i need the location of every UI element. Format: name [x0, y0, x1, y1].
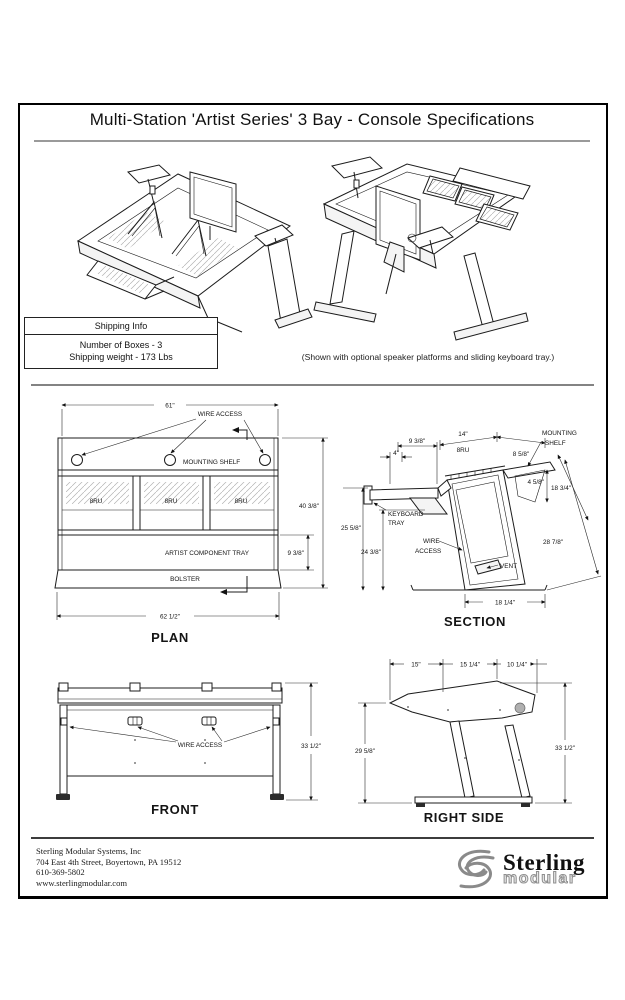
isometric-rear-view — [313, 156, 531, 341]
shipping-weight-line: Shipping weight - 173 Lbs — [69, 352, 173, 362]
keyboard-tray — [86, 260, 175, 300]
sterling-modular-logo: Sterling modular — [452, 846, 600, 892]
monitor — [189, 171, 237, 240]
section-view-title: SECTION — [444, 614, 506, 629]
legs — [313, 230, 529, 341]
front-dimensions: 33 1/2" — [285, 682, 321, 801]
console-outline — [54, 437, 282, 589]
logo-submark: modular — [503, 870, 577, 887]
dim-seg2: 15 1/4" — [460, 662, 480, 669]
section-dimensions: 4" 9 3/8" 14" 8RU 8 5/8" 4 5/8" 18 3/4" … — [341, 431, 602, 608]
dim-25-5-8: 25 5/8" — [341, 525, 361, 532]
dim-18-3-4: 18 3/4" — [551, 485, 571, 492]
vent-label: VENT — [500, 563, 517, 570]
dim-width-bottom: 62 1/2" — [160, 614, 180, 621]
footer-divider — [31, 837, 594, 839]
front-view-title: FRONT — [151, 802, 199, 817]
rack-units — [422, 175, 519, 231]
plan-view-drawing: WIRE ACCESS MOUNTING SHELF 8RU 8RU 8RU A… — [54, 403, 328, 645]
keyboard-tray-label-1: KEYBOARD — [388, 511, 424, 518]
right-side-view-drawing: 15" 15 1/4" 10 1/4" 29 5/8" 33 1/2" RIGH… — [355, 659, 575, 825]
monitor — [375, 185, 421, 273]
footer-website: www.sterlingmodular.com — [36, 877, 128, 888]
wire-access-label-2: ACCESS — [415, 548, 441, 555]
speaker-platform-center — [407, 226, 454, 255]
bolster-label: BOLSTER — [170, 576, 200, 583]
footer-phone: 610-369-5802 — [36, 867, 85, 877]
footer-company: Sterling Modular Systems, Inc — [36, 846, 142, 856]
title-divider — [34, 140, 590, 142]
page-title: Multi-Station 'Artist Series' 3 Bay - Co… — [89, 110, 535, 129]
logo-swirl-icon — [458, 849, 495, 889]
section-labels: KEYBOARD TRAY WIRE ACCESS VENT MOUNTING … — [373, 430, 577, 570]
dim-9-3-8: 9 3/8" — [409, 438, 425, 445]
dim-depth: 40 3/8" — [299, 503, 319, 510]
wire-access-label: WIRE ACCESS — [178, 742, 222, 749]
speaker-platform-left — [331, 156, 384, 199]
isometric-front-view — [76, 164, 313, 333]
bay-3-label: 8RU — [235, 498, 248, 505]
dim-seg3: 10 1/4" — [507, 662, 527, 669]
dim-18-1-4: 18 1/4" — [495, 600, 515, 607]
mounting-shelf-label-1: MOUNTING — [542, 430, 577, 437]
side-console — [388, 680, 536, 807]
keyboard-tray-label-2: TRAY — [388, 520, 405, 527]
dim-height: 33 1/2" — [301, 743, 321, 750]
front-console — [56, 682, 284, 800]
dim-8-5-8: 8 5/8" — [513, 451, 529, 458]
dim-tray-depth: 9 3/8" — [288, 550, 304, 557]
shipping-boxes-line: Number of Boxes - 3 — [79, 340, 163, 350]
right-side-view-title: RIGHT SIDE — [424, 810, 504, 825]
plan-labels: WIRE ACCESS MOUNTING SHELF 8RU 8RU 8RU A… — [81, 411, 264, 595]
dim-28-7-8: 28 7/8" — [543, 539, 563, 546]
logo-wordmark: Sterling — [503, 850, 585, 875]
section-console — [363, 461, 556, 591]
plan-view-title: PLAN — [151, 630, 189, 645]
bay-2-label: 8RU — [165, 498, 178, 505]
section-view-drawing: KEYBOARD TRAY WIRE ACCESS VENT MOUNTING … — [341, 430, 602, 629]
wire-access-label-1: WIRE — [423, 538, 440, 545]
wire-access-label: WIRE ACCESS — [198, 411, 242, 418]
shipping-info-box: Shipping Info Number of Boxes - 3 Shippi… — [24, 317, 218, 369]
speaker-platform-left — [127, 164, 172, 205]
mounting-shelf-label-2: SHELF — [545, 440, 566, 447]
console-top-surface — [76, 173, 291, 309]
footer-address: 704 East 4th Street, Boyertown, PA 19512 — [36, 856, 182, 867]
dim-height-right: 33 1/2" — [555, 745, 575, 752]
dim-14: 14" — [458, 431, 467, 438]
dim-width-top: 61" — [165, 403, 174, 410]
component-tray-label: ARTIST COMPONENT TRAY — [165, 550, 250, 557]
dim-24-3-8: 24 3/8" — [361, 549, 381, 556]
rear-rail-shelf — [452, 167, 531, 200]
dim-height-left: 29 5/8" — [355, 748, 375, 755]
footer-company-block: Sterling Modular Systems, Inc 704 East 4… — [36, 846, 181, 888]
shipping-info-header: Shipping Info — [25, 318, 217, 335]
plan-dimensions: 61" 40 3/8" 9 3/8" 62 1/2" — [56, 403, 328, 621]
rack-ru-label: 8RU — [457, 447, 470, 454]
mounting-shelf-label: MOUNTING SHELF — [183, 459, 240, 466]
front-labels: WIRE ACCESS — [69, 725, 271, 749]
dim-4in: 4" — [393, 450, 399, 457]
section-divider — [31, 384, 594, 386]
side-dimensions: 15" 15 1/4" 10 1/4" 29 5/8" 33 1/2" — [355, 659, 575, 804]
bay-1-label: 8RU — [90, 498, 103, 505]
isometric-caption: (Shown with optional speaker platforms a… — [301, 352, 555, 362]
dim-seg1: 15" — [411, 662, 420, 669]
console-leg-right — [197, 238, 313, 333]
front-view-drawing: WIRE ACCESS 33 1/2" FRONT — [56, 682, 321, 817]
dim-4-5-8: 4 5/8" — [528, 479, 544, 486]
